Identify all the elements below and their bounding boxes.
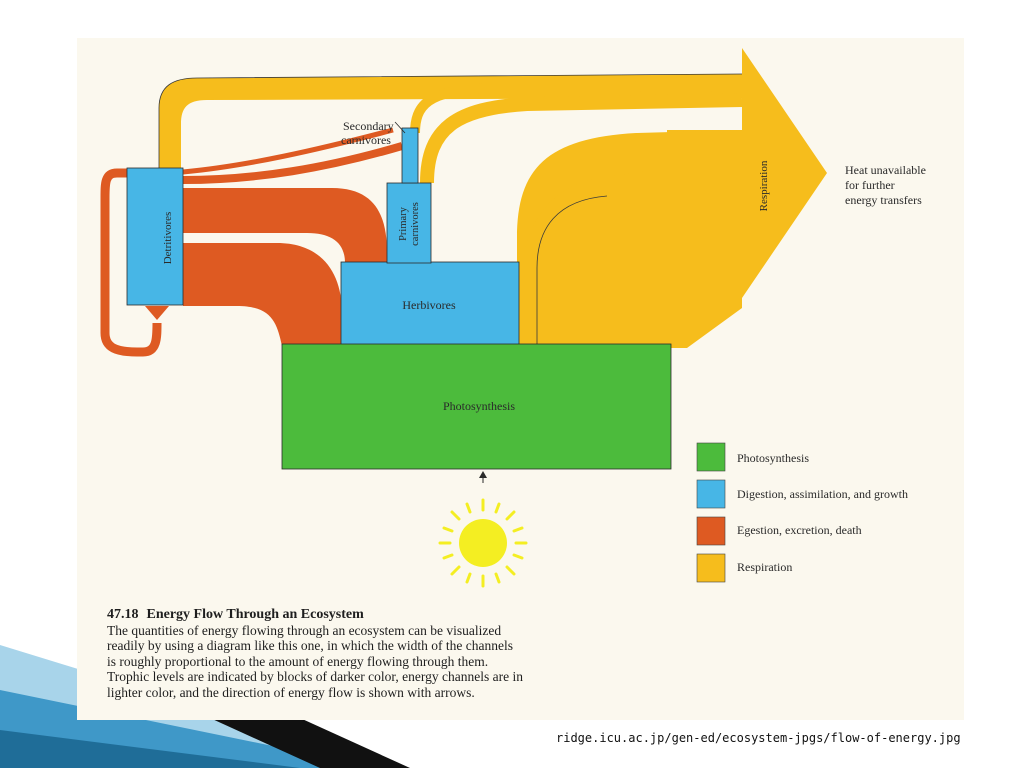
respiration-flows	[158, 48, 827, 348]
source-url: ridge.icu.ac.jp/gen-ed/ecosystem-jpgs/fl…	[556, 731, 961, 745]
detritivores-label: Detritivores	[162, 212, 174, 265]
legend-label-digestion: Digestion, assimilation, and growth	[737, 487, 908, 501]
secondary-carnivores-label: Secondary	[343, 119, 394, 133]
caption-line-1: The quantities of energy flowing through…	[107, 622, 502, 638]
sun-icon	[438, 471, 528, 588]
energy-flow-diagram: Secondary carnivores Detritivores Primar…	[100, 48, 926, 588]
primary-carnivores-label: Primary	[398, 206, 409, 241]
respiration-from-secondary-carnivores	[410, 81, 743, 134]
caption-heading: 47.18 Energy Flow Through an Ecosystem	[107, 606, 687, 623]
legend-label-respiration: Respiration	[737, 560, 792, 574]
primary-carnivores-label-2: carnivores	[410, 202, 421, 246]
egestion-from-secondary-carnivores	[182, 142, 404, 184]
egestion-thin	[182, 127, 394, 175]
secondary-carnivores-label-2: carnivores	[341, 133, 391, 147]
respiration-from-primary-carnivores	[420, 93, 743, 184]
photosynthesis-label: Photosynthesis	[443, 399, 515, 413]
sun-disc	[459, 519, 507, 567]
sun-rays	[438, 498, 528, 588]
detritivores-block	[126, 167, 184, 306]
figure-caption: 47.18 Energy Flow Through an Ecosystem Th…	[107, 606, 687, 701]
legend-swatch-photosynthesis	[696, 442, 726, 472]
heat-label-line-3: energy transfers	[845, 193, 922, 207]
caption-number: 47.18	[107, 607, 139, 622]
herbivores-label: Herbivores	[402, 298, 456, 312]
legend-label-egestion: Egestion, excretion, death	[737, 523, 862, 537]
sun-arrow-head	[479, 471, 487, 478]
detritivore-loop	[100, 168, 162, 357]
channel-edge	[536, 195, 608, 348]
heat-label-line-1: Heat unavailable	[845, 163, 926, 177]
heat-label-line-2: for further	[845, 178, 895, 192]
loop-arrowhead	[145, 306, 169, 320]
primary-carnivores-block	[386, 182, 432, 264]
heat-arrow	[667, 48, 827, 348]
secondary-carnivores-pointer	[394, 121, 406, 134]
egestion-from-primary-carnivores	[183, 188, 387, 263]
legend-swatch-egestion	[696, 516, 726, 546]
caption-line-5: lighter color, and the direction of ener…	[107, 684, 475, 700]
legend-swatch-digestion	[696, 479, 726, 509]
respiration-from-producers	[517, 130, 742, 348]
diagram-image: Secondary carnivores Detritivores Primar…	[77, 38, 964, 720]
respiration-broad	[517, 168, 667, 348]
legend-swatch-respiration	[696, 553, 726, 583]
channel-edge-top	[158, 73, 743, 170]
caption-line-2: readily by using a diagram like this one…	[107, 638, 514, 654]
legend-label-photosynthesis: Photosynthesis	[737, 451, 809, 465]
caption-line-3: is roughly proportional to the amount of…	[107, 653, 489, 669]
corner-stripe-dark	[0, 730, 300, 768]
photosynthesis-block	[281, 343, 672, 470]
legend: Photosynthesis Digestion, assimilation, …	[696, 442, 908, 583]
egestion-from-herbivores	[183, 243, 342, 346]
respiration-label: Respiration	[758, 160, 770, 211]
caption-title: Energy Flow Through an Ecosystem	[146, 607, 364, 622]
corner-stripe-black	[210, 718, 410, 768]
caption-line-4: Trophic levels are indicated by blocks o…	[107, 669, 523, 685]
egestion-flows	[100, 127, 404, 357]
secondary-carnivores-block	[401, 127, 419, 184]
